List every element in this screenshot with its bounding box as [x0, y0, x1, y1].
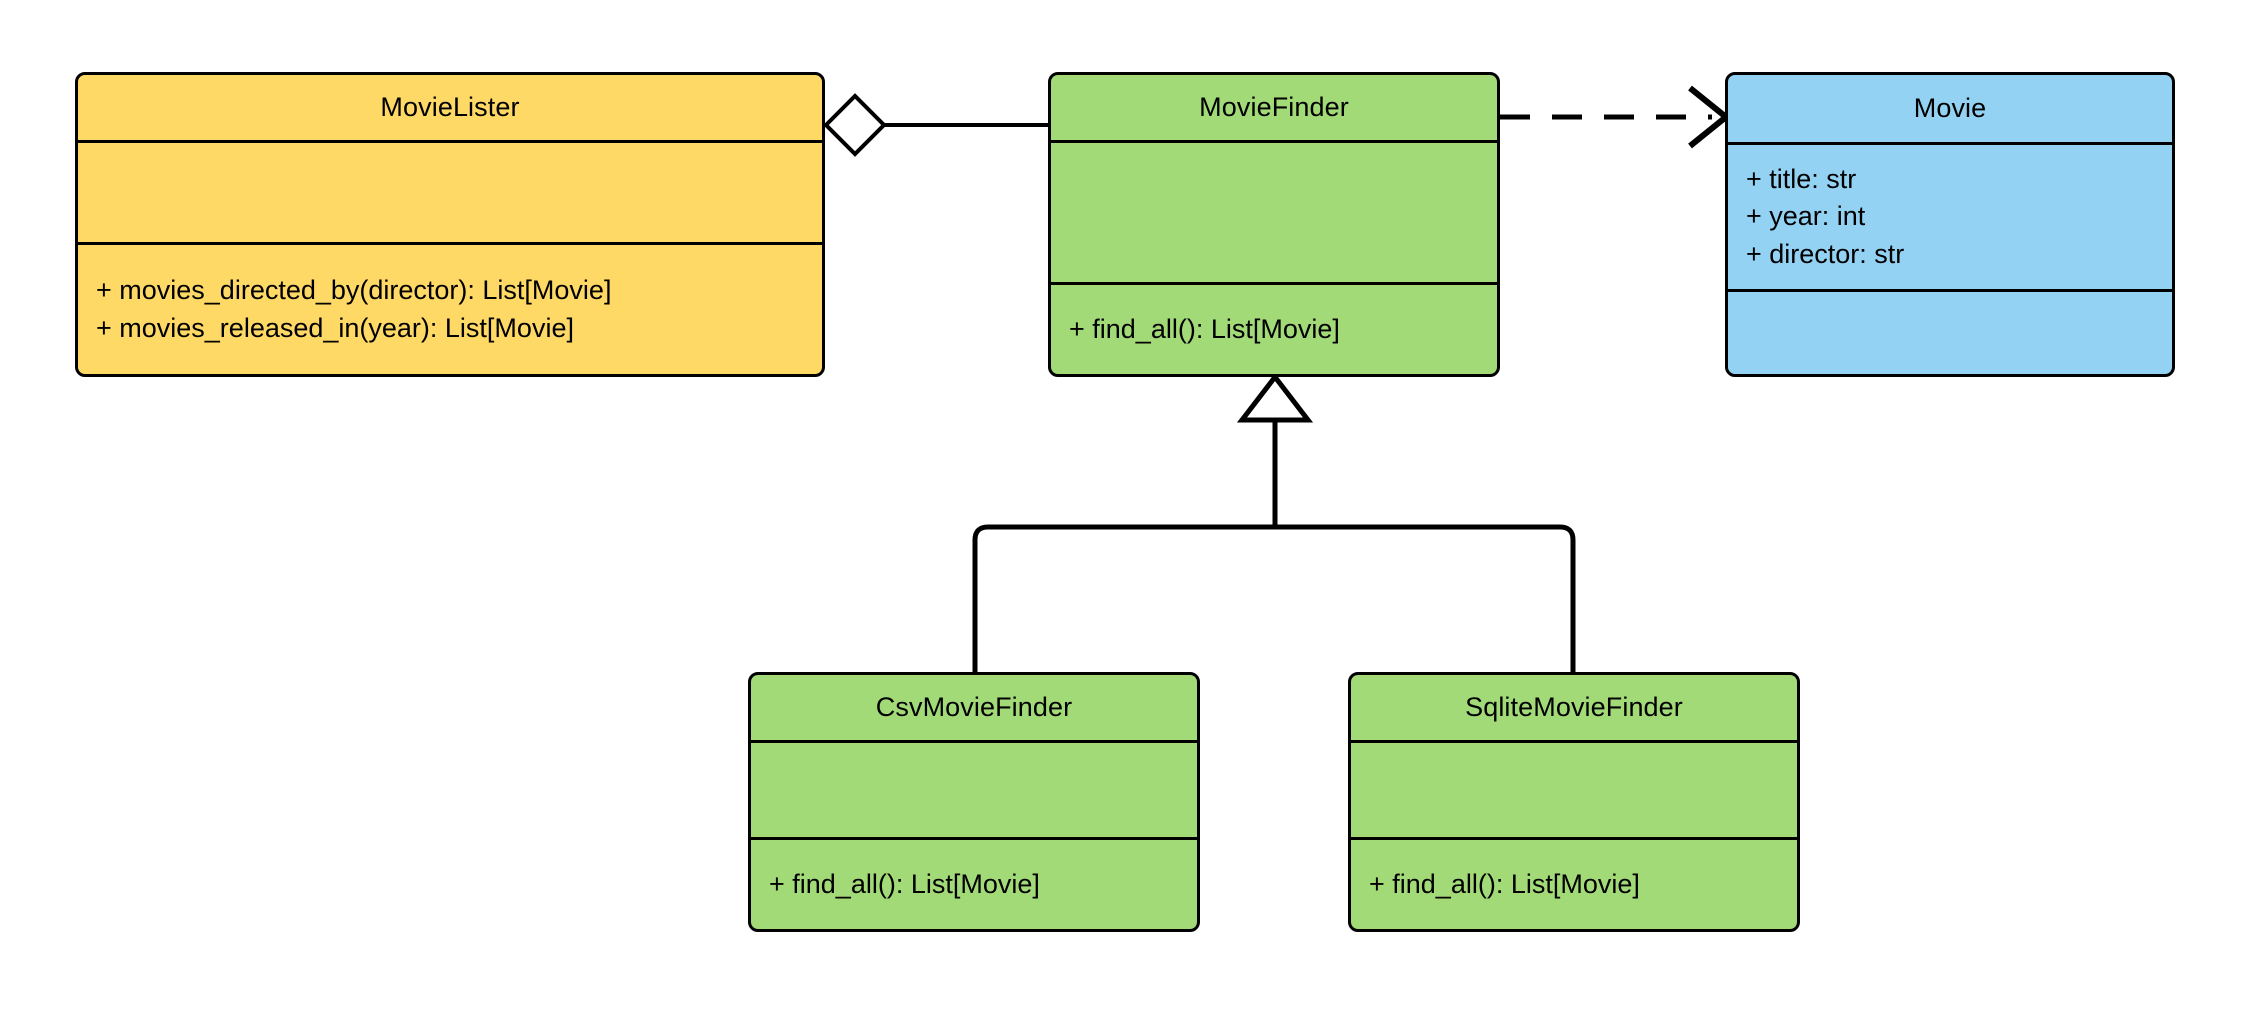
class-box-movie-finder[interactable]: MovieFinder + find_all(): List[Movie] [1048, 72, 1500, 377]
relationship-generalization-tree[interactable] [972, 372, 1576, 674]
class-name-movie-lister: MovieLister [380, 91, 520, 122]
attributes-compartment-movie: + title: str + year: int + director: str [1728, 142, 2172, 289]
relationship-dependency-finder-movie[interactable] [1500, 85, 1731, 149]
methods-compartment-movie-lister: + movies_directed_by(director): List[Mov… [78, 242, 822, 374]
class-name-csv-movie-finder: CsvMovieFinder [875, 691, 1073, 722]
class-box-movie[interactable]: Movie + title: str + year: int + directo… [1725, 72, 2175, 377]
attribute-item: + title: str [1746, 164, 1857, 195]
class-name-sqlite-movie-finder: SqliteMovieFinder [1465, 691, 1683, 722]
attributes-compartment-movie-lister [78, 140, 822, 242]
attribute-item: + director: str [1746, 238, 1905, 269]
relationship-aggregation-lister-finder[interactable] [823, 93, 1050, 157]
method-item: + movies_released_in(year): List[Movie] [96, 312, 574, 343]
method-item: + find_all(): List[Movie] [1069, 313, 1340, 344]
class-box-movie-lister[interactable]: MovieLister + movies_directed_by(directo… [75, 72, 825, 377]
method-item: + find_all(): List[Movie] [769, 868, 1040, 899]
class-name-movie-finder: MovieFinder [1199, 91, 1349, 122]
methods-compartment-sqlite-movie-finder: + find_all(): List[Movie] [1351, 837, 1797, 929]
class-name-movie: Movie [1913, 92, 1987, 123]
hollow-triangle-icon [1236, 372, 1314, 423]
attributes-compartment-movie-finder [1051, 140, 1497, 282]
attributes-compartment-sqlite-movie-finder [1351, 740, 1797, 837]
method-item: + movies_directed_by(director): List[Mov… [96, 275, 612, 306]
attributes-compartment-csv-movie-finder [751, 740, 1197, 837]
hollow-diamond-icon [823, 93, 887, 157]
methods-compartment-csv-movie-finder: + find_all(): List[Movie] [751, 837, 1197, 929]
method-item: + find_all(): List[Movie] [1369, 868, 1640, 899]
class-box-csv-movie-finder[interactable]: CsvMovieFinder + find_all(): List[Movie] [748, 672, 1200, 932]
attribute-item: + year: int [1746, 201, 1866, 232]
methods-compartment-movie-finder: + find_all(): List[Movie] [1051, 282, 1497, 374]
generalization-branches [972, 524, 1576, 674]
methods-compartment-movie [1728, 289, 2172, 374]
class-box-sqlite-movie-finder[interactable]: SqliteMovieFinder + find_all(): List[Mov… [1348, 672, 1800, 932]
